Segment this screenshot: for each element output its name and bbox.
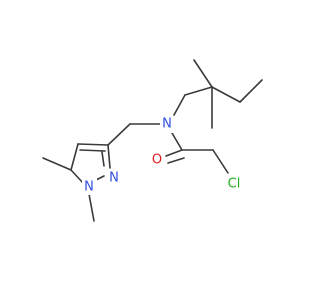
bond-layer (42, 59, 263, 222)
bond-ch2-cl (212, 149, 229, 174)
bond-cq-methyl-up (193, 59, 213, 88)
bond-carbonyl-o-a (165, 149, 183, 157)
bond-ring-c3-c4 (77, 143, 109, 146)
amide-nitrogen-label: N (162, 117, 172, 132)
bond-ring-c3-c4-inner (79, 149, 106, 152)
bond-ethyl-ch3 (239, 79, 263, 103)
bond-c5-methyl (42, 157, 72, 171)
bond-ring-n2-c3-inner (101, 151, 105, 167)
bond-cq-ch2-ethyl (211, 86, 241, 103)
bond-ch2-ring (107, 123, 131, 146)
bond-ring-n1-n2 (95, 175, 105, 181)
chlorine-label: Cl (228, 177, 241, 192)
bond-n-ch2 (173, 94, 186, 116)
bond-ring-n2-c3 (107, 144, 111, 169)
bond-n-carbonyl (171, 132, 183, 151)
atom-label-layer: N N N O Cl (82, 116, 245, 195)
molecule-structure-diagram: N N N O Cl (42, 59, 263, 222)
bond-carbonyl-o-b (167, 157, 185, 164)
bond-ring-c4-c5 (70, 143, 79, 171)
bond-ch2-cq (184, 86, 213, 96)
bond-n1-methyl (88, 193, 95, 222)
bond-ring-c5-n1 (70, 169, 85, 185)
ring-nitrogen-label-b: N (84, 180, 94, 195)
ring-nitrogen-label-a: N (109, 171, 119, 186)
carbonyl-oxygen-label: O (152, 153, 162, 168)
